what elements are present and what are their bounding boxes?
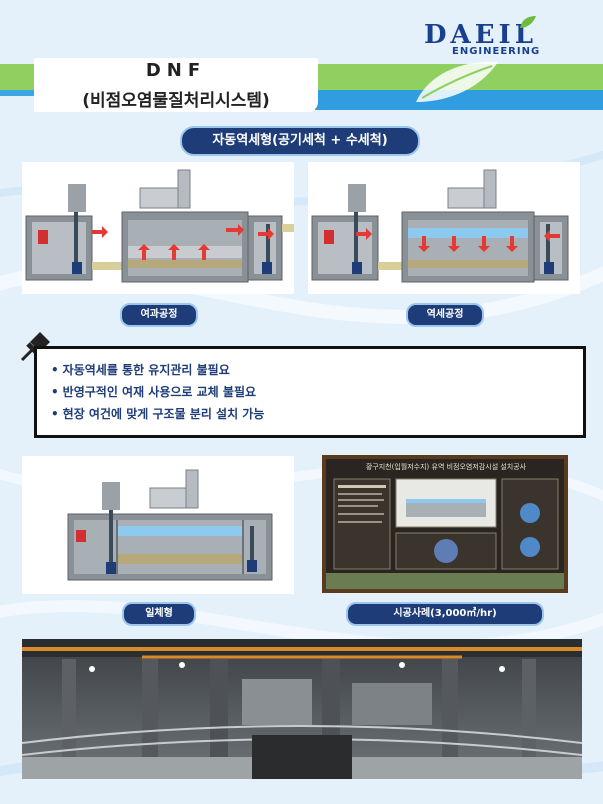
logo-subtitle: ENGINEERING xyxy=(452,46,541,57)
signboard-title: 황구지천(입월저수지) 유역 비점오염저감시설 설치공사 xyxy=(365,463,527,471)
page-subtitle: (비점오염물질처리시스템) xyxy=(82,91,270,111)
facility-panorama-graphic xyxy=(22,639,582,779)
logo-leaf-icon xyxy=(520,16,536,28)
features-box: •자동역세를 통한 유지관리 불필요 •반영구적인 여재 사용으로 교체 불필요… xyxy=(34,346,586,438)
feature-item: •자동역세를 통한 유지관리 불필요 xyxy=(51,363,230,377)
filtration-diagram-panel xyxy=(22,162,294,294)
feature-item: •반영구적인 여재 사용으로 교체 불필요 xyxy=(51,385,257,399)
feature-text: 반영구적인 여재 사용으로 교체 불필요 xyxy=(62,385,257,399)
backwash-label: 역세공정 xyxy=(406,303,484,327)
signboard-graphic xyxy=(326,478,564,589)
header-band-right-accent xyxy=(315,90,603,110)
integrated-diagram-panel xyxy=(22,456,294,594)
case-label: 시공사례(3,000㎥/hr) xyxy=(346,602,544,626)
filtration-label: 여과공정 xyxy=(120,303,198,327)
filtration-diagram xyxy=(25,169,294,283)
feature-text: 현장 여건에 맞게 구조물 분리 설치 가능 xyxy=(62,407,265,421)
feature-item: •현장 여건에 맞게 구조물 분리 설치 가능 xyxy=(51,407,265,421)
backwash-diagram-panel xyxy=(308,162,580,294)
system-type-badge: 자동역세형(공기세척 + 수세척) xyxy=(180,126,420,156)
leaf-decoration-icon xyxy=(416,61,498,102)
integrated-diagram xyxy=(67,469,273,581)
installation-signboard-photo: 황구지천(입월저수지) 유역 비점오염저감시설 설치공사 xyxy=(322,455,568,593)
facility-panorama-photo xyxy=(22,639,582,779)
backwash-diagram xyxy=(311,169,569,283)
feature-text: 자동역세를 통한 유지관리 불필요 xyxy=(62,363,230,377)
page-title: DNF xyxy=(145,60,207,81)
logo-wordmark: DAEIL xyxy=(424,20,537,50)
title-box xyxy=(34,58,318,112)
integrated-label: 일체형 xyxy=(122,602,196,626)
